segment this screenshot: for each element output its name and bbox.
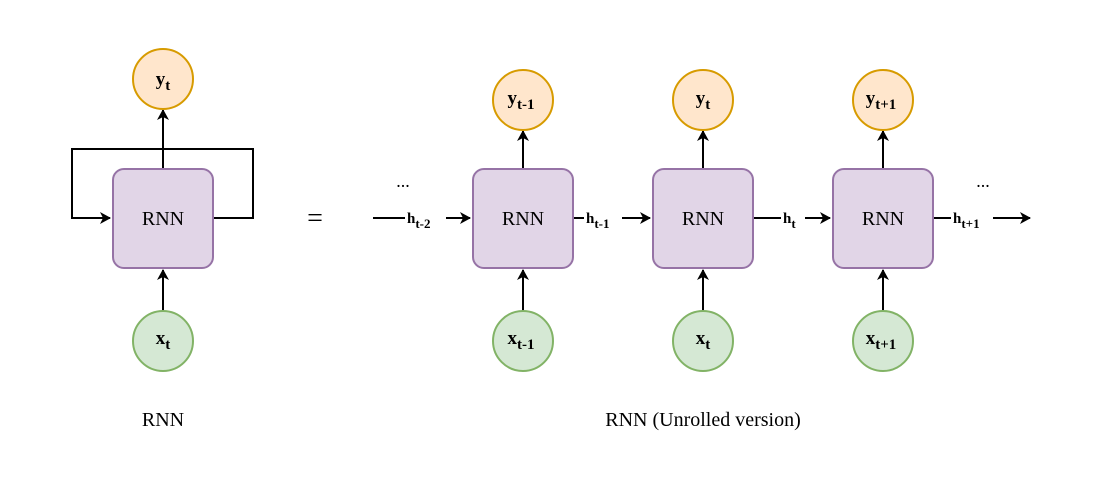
output-label: yt+1 (866, 88, 897, 113)
folded-rnn-cell (112, 168, 214, 269)
svg-text:ht-1: ht-1 (586, 211, 610, 231)
output-node (852, 69, 914, 131)
hidden-label-2: ht-1 (584, 206, 622, 231)
hidden-label-4: ht+1 (951, 206, 993, 231)
unrolled-cell-3: RNN yt+1 xt+1 (832, 69, 934, 372)
hidden-label-1: ht-2 (405, 206, 446, 231)
output-node (492, 69, 554, 131)
leading-dots: ... (396, 171, 410, 191)
unrolled-rnn: ... ... ht-2 ht-1 ht ht+1 RNN (373, 69, 1031, 431)
unrolled-caption: RNN (Unrolled version) (605, 409, 801, 431)
trailing-dots: ... (976, 171, 990, 191)
rnn-cell-label: RNN (682, 208, 724, 230)
unrolled-cell-2: RNN yt xt (652, 69, 754, 372)
input-node (492, 310, 554, 372)
input-label: xt-1 (508, 328, 535, 353)
folded-rnn-cell-label: RNN (142, 208, 184, 230)
folded-output-node (132, 48, 194, 110)
input-node (672, 310, 734, 372)
rnn-cell (652, 168, 754, 269)
rnn-cell (832, 168, 934, 269)
input-node (852, 310, 914, 372)
folded-rnn: RNN yt xt RNN (71, 48, 254, 431)
folded-caption: RNN (142, 409, 184, 431)
input-label: xt (696, 328, 711, 353)
output-label: yt (696, 88, 711, 113)
equals-sign: = (307, 203, 323, 234)
svg-text:ht: ht (783, 211, 796, 231)
input-label: xt+1 (866, 328, 897, 353)
hidden-label-3: ht (781, 206, 805, 231)
output-node (672, 69, 734, 131)
unrolled-cell-1: RNN yt-1 xt-1 (472, 69, 574, 372)
folded-input-label: xt (156, 328, 171, 353)
svg-text:ht-2: ht-2 (407, 211, 431, 231)
output-label: yt-1 (508, 88, 535, 113)
rnn-cell-label: RNN (502, 208, 544, 230)
folded-output-label: yt (156, 69, 171, 94)
rnn-cell-label: RNN (862, 208, 904, 230)
folded-input-node (132, 310, 194, 372)
svg-text:ht+1: ht+1 (953, 211, 980, 231)
rnn-cell (472, 168, 574, 269)
